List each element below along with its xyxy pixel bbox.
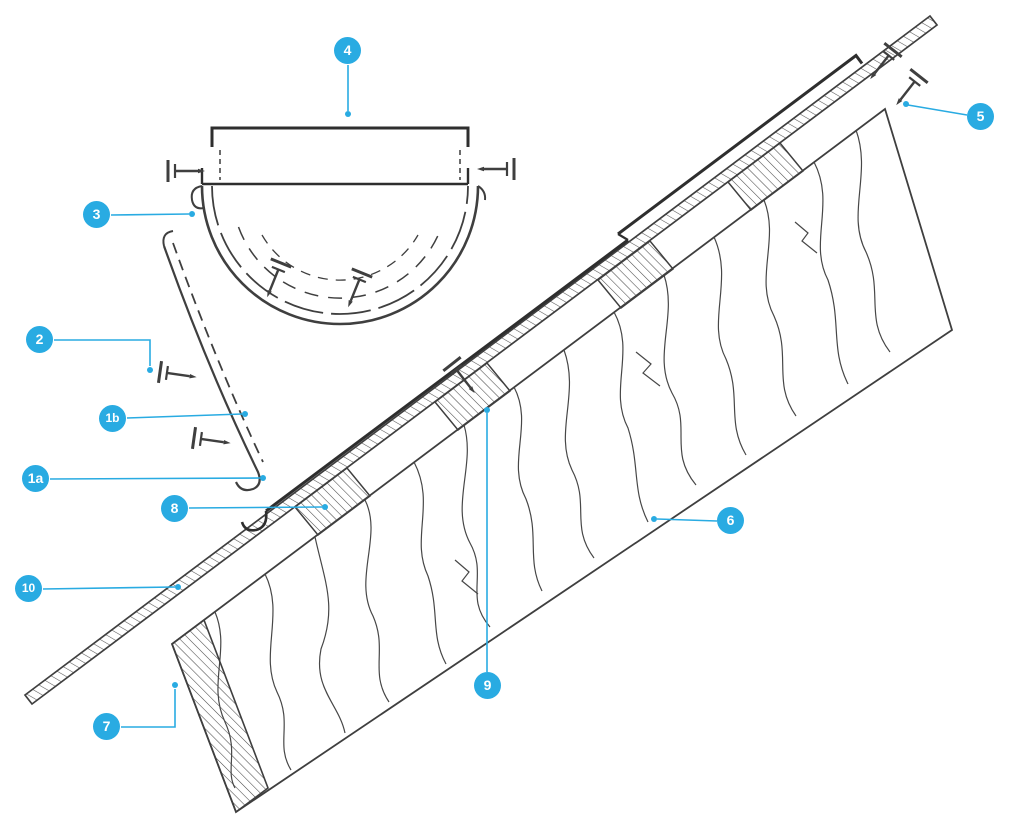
leader-lines — [42, 65, 968, 728]
callout-7: 7 — [93, 713, 120, 740]
roof-covering-sheet — [240, 53, 864, 532]
flashing-screw-lower — [190, 425, 234, 456]
flashing-screw-upper — [156, 359, 200, 390]
eaves-strip — [23, 14, 939, 706]
callout-6: 6 — [717, 507, 744, 534]
cap-screw-left — [166, 158, 207, 184]
callout-4: 4 — [334, 37, 361, 64]
gutter-body — [190, 185, 487, 326]
cap-screw-right — [475, 156, 516, 182]
callout-2: 2 — [26, 326, 53, 353]
battens — [293, 141, 805, 537]
gutter-flashing — [162, 230, 264, 492]
callout-5: 5 — [967, 103, 994, 130]
deck-end-grain — [171, 618, 269, 814]
gutter-screw-2 — [336, 267, 374, 313]
leader-dots — [147, 101, 909, 688]
gutter-cap — [200, 126, 470, 186]
callout-1b: 1b — [99, 405, 126, 432]
callout-3: 3 — [83, 201, 110, 228]
callout-9: 9 — [474, 672, 501, 699]
roof-deck — [170, 107, 954, 814]
wood-grain — [214, 129, 891, 789]
callout-10: 10 — [15, 575, 42, 602]
callout-8: 8 — [161, 495, 188, 522]
callout-1a: 1a — [22, 465, 49, 492]
